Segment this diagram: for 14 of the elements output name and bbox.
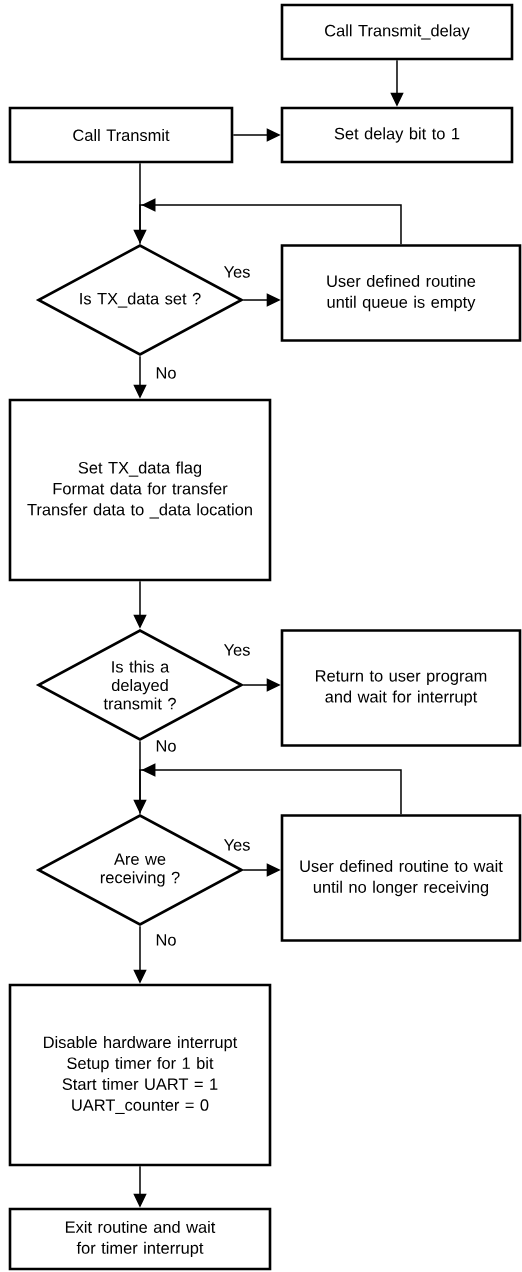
arrow: [139, 763, 402, 815]
edge-label: No: [154, 739, 178, 753]
process-box: Call Transmit: [8, 106, 234, 164]
arrow: [139, 198, 402, 245]
process-box: Call Transmit_delay: [280, 3, 514, 61]
process-box: User defined routine to wait until no longer receiving: [280, 814, 522, 942]
process-box: Set delay bit to 1: [280, 106, 514, 164]
process-box: Set TX_data flag Format data for transfer Transfer data to _data location: [8, 398, 272, 582]
edge-label: No: [154, 366, 178, 380]
process-box: Return to user program and wait for interrupt: [280, 629, 522, 747]
process-box: Exit routine and wait for timer interrupt: [8, 1207, 272, 1271]
process-box: Disable hardware interrupt Setup timer for 1 bit Start timer UART = 1 UART_counter = 0: [8, 983, 272, 1167]
edge-label: No: [154, 933, 178, 947]
process-box: User defined routine until queue is empty: [280, 244, 522, 342]
